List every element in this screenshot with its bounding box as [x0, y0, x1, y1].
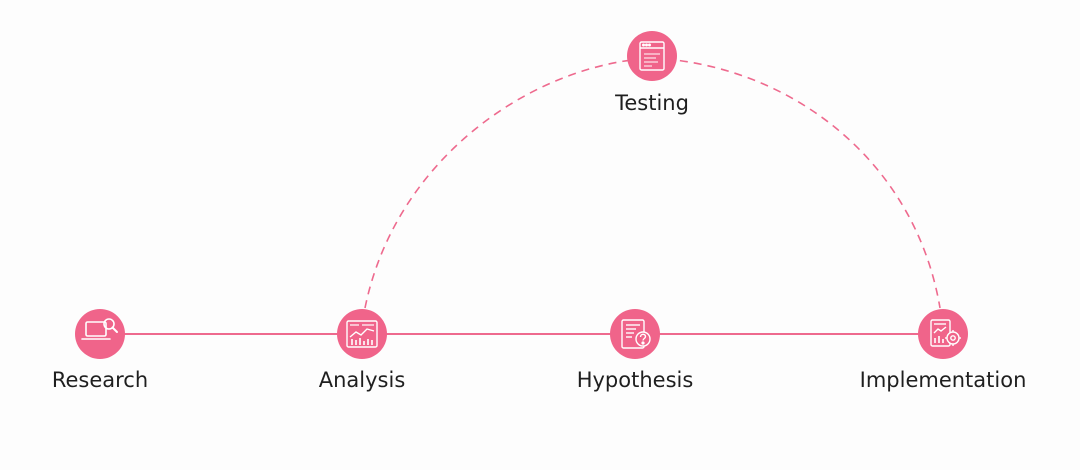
node-implementation	[918, 309, 968, 359]
browser-window-icon	[639, 41, 665, 71]
node-hypothesis	[610, 309, 660, 359]
laptop-search-icon	[81, 318, 118, 340]
node-testing	[627, 31, 677, 81]
document-question-icon	[621, 319, 651, 349]
dashed-arc-testing-implementation	[651, 57, 941, 309]
label-research: Research	[51, 368, 149, 392]
report-gear-icon	[930, 319, 961, 347]
label-analysis: Analysis	[318, 368, 406, 392]
label-implementation: Implementation	[859, 368, 1027, 392]
dashed-arc-analysis-testing	[364, 57, 653, 309]
chart-analysis-icon	[346, 320, 378, 348]
label-hypothesis: Hypothesis	[576, 368, 694, 392]
node-analysis	[337, 309, 387, 359]
label-testing: Testing	[615, 91, 689, 115]
node-research	[75, 309, 125, 359]
